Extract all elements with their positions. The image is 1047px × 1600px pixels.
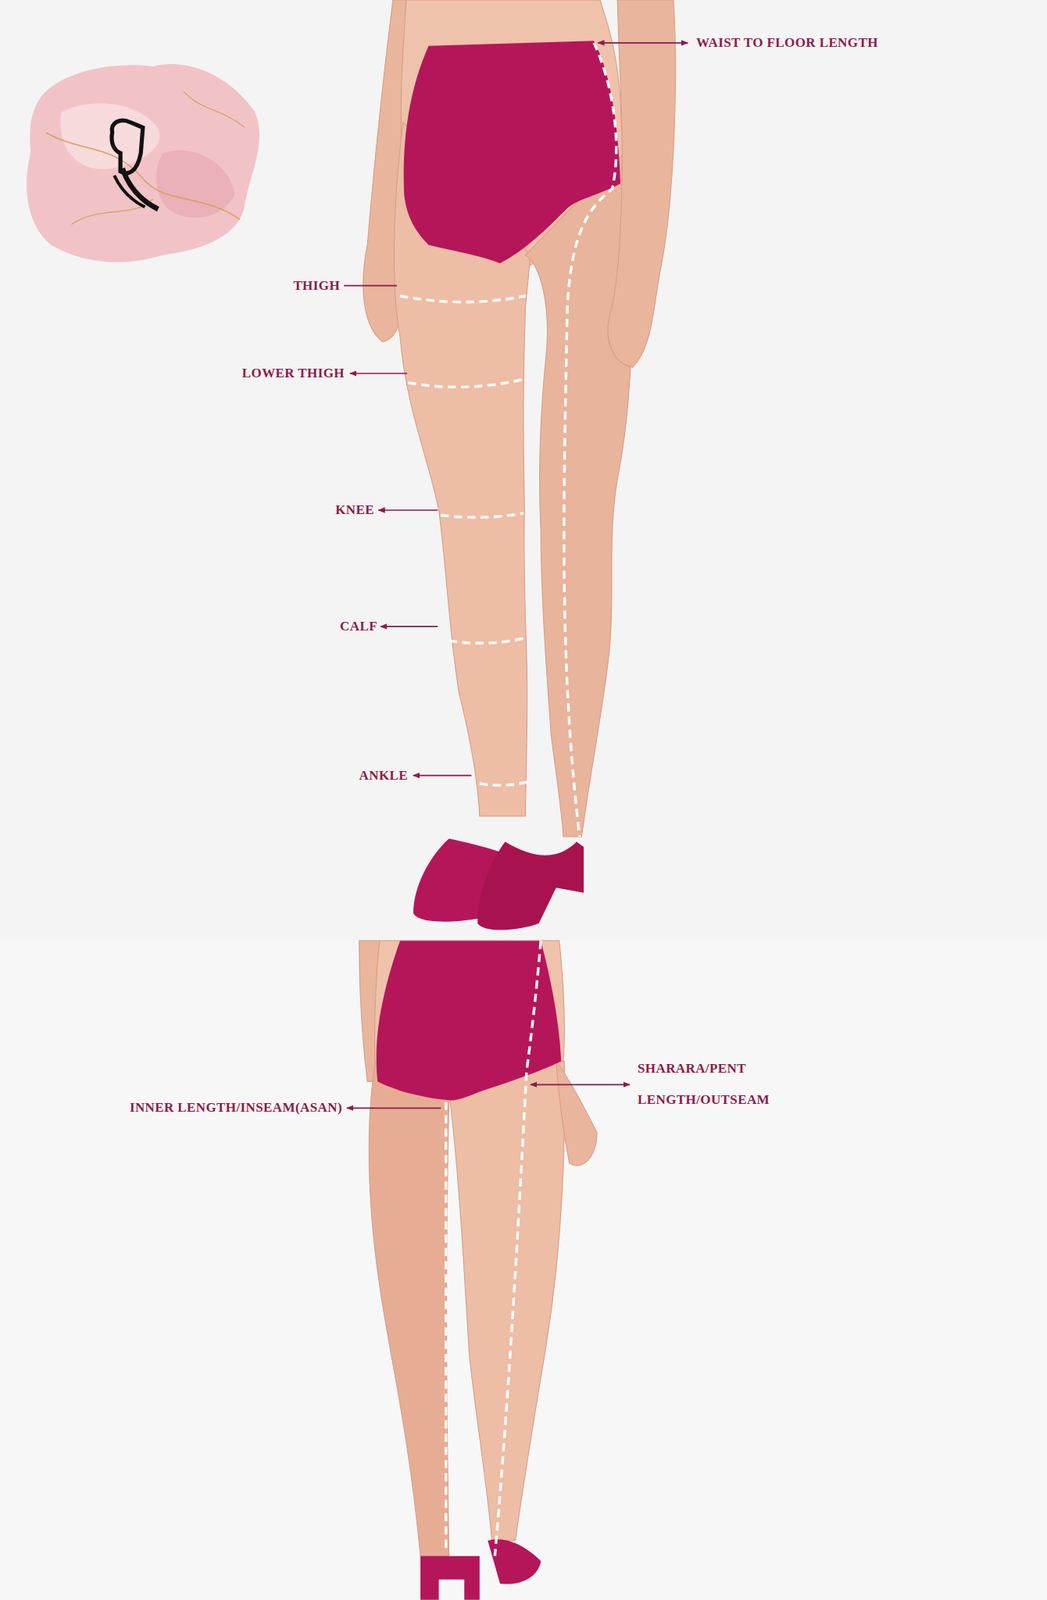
front-figure	[363, 0, 676, 837]
brand-logo	[26, 64, 260, 262]
measurement-label: INNER LENGTH/INSEAM(ASAN)	[129, 1100, 343, 1116]
measurement-label: LOWER THIGH	[242, 365, 345, 382]
measurement-label: THIGH	[293, 278, 340, 294]
measurement-label: CALF	[339, 618, 378, 635]
measure-line	[400, 42, 617, 837]
measurement-label: KNEE	[335, 502, 375, 519]
leader-line	[343, 42, 688, 1108]
shoe	[477, 841, 584, 930]
shoe	[487, 1539, 541, 1584]
shoe	[420, 1556, 480, 1600]
measurement-label: WAIST TO FLOOR LENGTH	[696, 35, 879, 51]
measurement-label: ANKLE	[359, 768, 408, 784]
measure-line	[446, 940, 541, 1557]
briefs	[403, 40, 621, 264]
measurement-label: SHARARA/PENT LENGTH/OUTSEAM	[637, 1053, 818, 1116]
lower-panel	[0, 940, 1047, 1600]
back-figure	[359, 940, 597, 1557]
